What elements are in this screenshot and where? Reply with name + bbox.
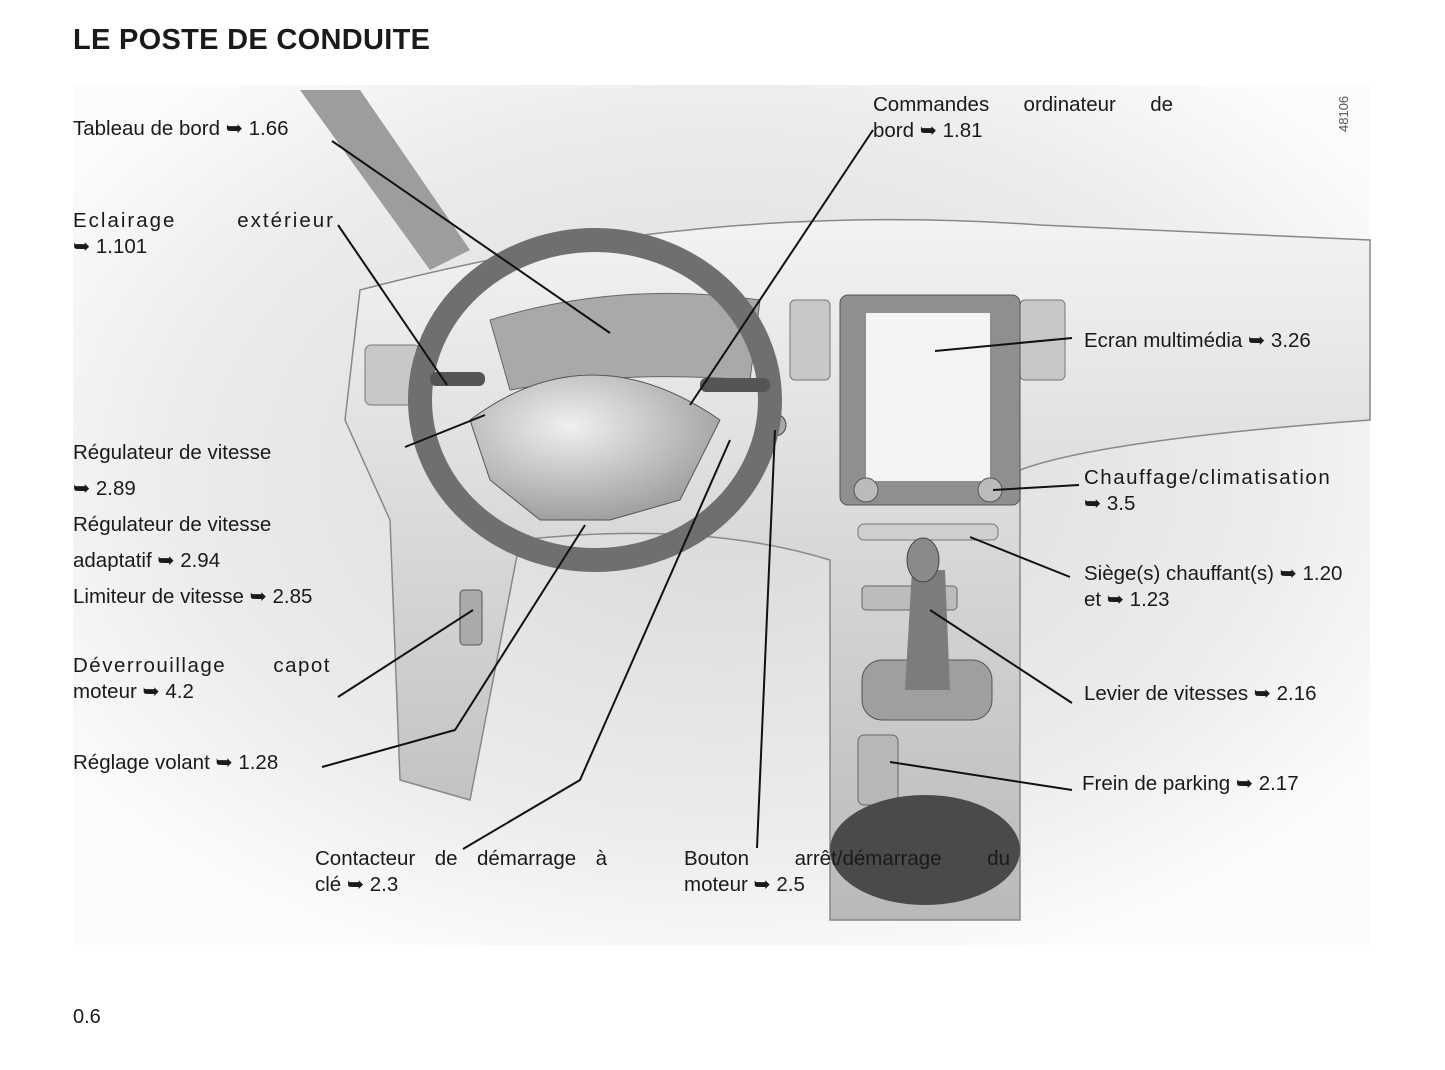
leader-lines bbox=[321, 129, 1080, 850]
label-text: Chauffage/climatisation bbox=[1084, 466, 1332, 489]
label-capot: Déverrouillage capot moteur ➥ 4.2 bbox=[73, 653, 331, 705]
label-text: moteur ➥ 4.2 bbox=[73, 680, 194, 703]
label-text: bord ➥ 1.81 bbox=[873, 119, 983, 142]
label-text: Commandes ordinateur de bbox=[873, 93, 1173, 116]
page-title: LE POSTE DE CONDUITE bbox=[73, 24, 431, 56]
label-text: Tableau de bord ➥ 1.66 bbox=[73, 117, 289, 140]
label-chauffage: Chauffage/climatisation ➥ 3.5 bbox=[1084, 465, 1331, 517]
label-text: Limiteur de vitesse ➥ 2.85 bbox=[73, 585, 313, 608]
climate-knob-left bbox=[853, 477, 879, 503]
label-frein: Frein de parking ➥ 2.17 bbox=[1082, 771, 1299, 797]
label-contacteur: Contacteur de démarrage à clé ➥ 2.3 bbox=[315, 846, 607, 898]
steering-wheel-hub bbox=[469, 374, 721, 521]
label-text: Régulateur de vitesse bbox=[73, 441, 272, 464]
label-text: Frein de parking ➥ 2.17 bbox=[1082, 772, 1299, 795]
steering-wheel-rim bbox=[408, 228, 782, 572]
label-text: ➥ 3.5 bbox=[1084, 492, 1136, 515]
label-tableau-de-bord: Tableau de bord ➥ 1.66 bbox=[73, 116, 289, 142]
label-text: adaptatif ➥ 2.94 bbox=[73, 549, 221, 572]
label-text: ➥ 2.89 bbox=[73, 477, 136, 500]
gear-shaft bbox=[905, 570, 950, 690]
label-text: clé ➥ 2.3 bbox=[315, 873, 399, 896]
label-text: moteur ➥ 2.5 bbox=[684, 873, 805, 896]
label-text: Contacteur de démarrage à bbox=[315, 847, 607, 870]
label-text: Levier de vitesses ➥ 2.16 bbox=[1084, 682, 1317, 705]
gear-knob bbox=[906, 537, 940, 583]
label-ecran: Ecran multimédia ➥ 3.26 bbox=[1084, 328, 1311, 354]
label-text: Siège(s) chauffant(s) ➥ 1.20 bbox=[1084, 562, 1343, 585]
label-ordinateur: Commandes ordinateur de bord ➥ 1.81 bbox=[873, 92, 1173, 144]
label-text: Ecran multimédia ➥ 3.26 bbox=[1084, 329, 1311, 352]
seat-heating-buttons bbox=[857, 523, 999, 541]
parking-brake bbox=[857, 734, 899, 806]
label-eclairage: Eclairage extérieur ➥ 1.101 bbox=[73, 208, 335, 260]
page-number: 0.6 bbox=[73, 1006, 101, 1028]
a-pillar bbox=[300, 90, 470, 270]
center-vent-left bbox=[789, 299, 831, 381]
label-volant: Réglage volant ➥ 1.28 bbox=[73, 750, 278, 776]
label-text: Déverrouillage capot bbox=[73, 654, 331, 677]
armrest bbox=[830, 795, 1020, 905]
label-text: et ➥ 1.23 bbox=[1084, 588, 1170, 611]
figure-reference: 48106 bbox=[1336, 95, 1351, 132]
wiper-stalk bbox=[700, 378, 770, 392]
label-text: Réglage volant ➥ 1.28 bbox=[73, 751, 279, 774]
label-bouton-demarrage: Bouton arrêt/démarrage du moteur ➥ 2.5 bbox=[684, 846, 1010, 898]
lighting-stalk bbox=[430, 372, 485, 386]
label-siege: Siège(s) chauffant(s) ➥ 1.20 et ➥ 1.23 bbox=[1084, 561, 1342, 613]
multimedia-screen bbox=[866, 313, 990, 481]
label-text: ➥ 1.101 bbox=[73, 235, 148, 258]
label-regulateur: Régulateur de vitesse ➥ 2.89 Régulateur … bbox=[73, 435, 312, 615]
bonnet-release bbox=[459, 589, 483, 646]
label-levier: Levier de vitesses ➥ 2.16 bbox=[1084, 681, 1317, 707]
label-text: Eclairage extérieur bbox=[73, 209, 335, 232]
label-text: Régulateur de vitesse bbox=[73, 513, 272, 536]
label-text: Bouton arrêt/démarrage du bbox=[684, 847, 1010, 870]
